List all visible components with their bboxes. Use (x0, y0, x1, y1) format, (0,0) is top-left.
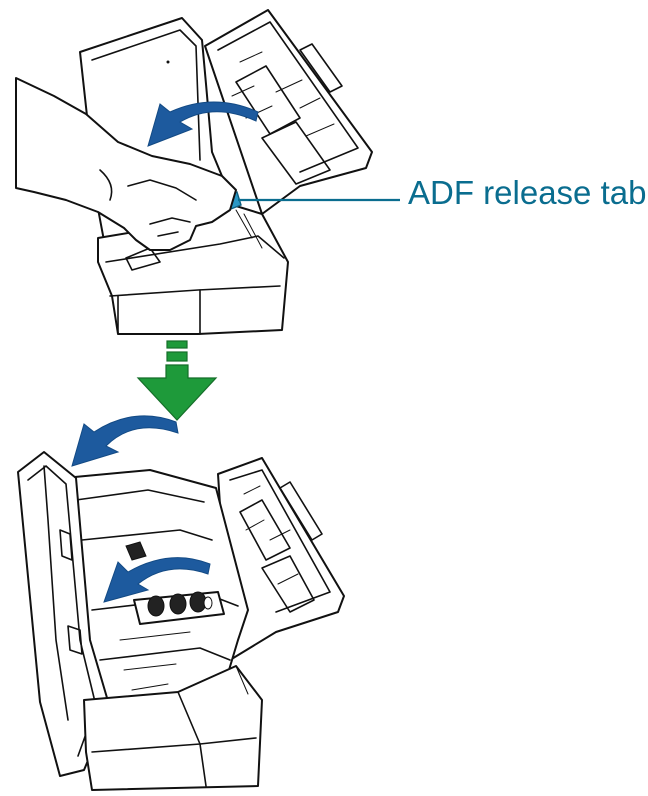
curved-arrow-icon (103, 557, 211, 603)
hand (15, 77, 237, 251)
curved-arrow-icon (147, 101, 259, 147)
scanner-top-closed (15, 9, 400, 335)
scanner-bottom-open (17, 415, 345, 791)
down-arrow-icon (136, 340, 218, 421)
curved-arrow-icon (71, 415, 179, 467)
callout-label: ADF release tab (408, 174, 647, 211)
pick-roller (125, 541, 225, 715)
